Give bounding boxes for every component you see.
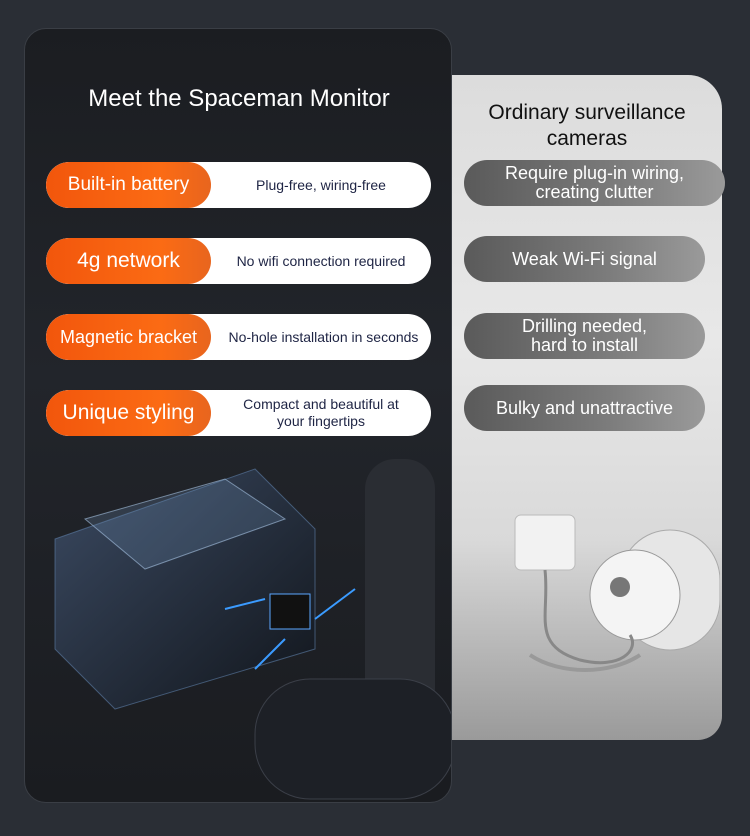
feature-description: Plug-free, wiring-free [256,176,386,193]
feature-description: Compact and beautiful at your fingertips [243,396,399,429]
drawback-pill: Weak Wi-Fi signal [464,236,705,282]
feature-label: 4g network [46,238,211,284]
spaceman-monitor-card: Meet the Spaceman Monitor Built-in batte… [24,28,452,803]
feature-row: Unique styling Compact and beautiful at … [46,390,431,436]
feature-label: Built-in battery [46,162,211,208]
drawback-pill: Drilling needed, hard to install [464,313,705,359]
feature-label: Unique styling [46,390,211,436]
page-title: Meet the Spaceman Monitor [88,85,390,112]
product-exploded-image [54,459,451,800]
feature-label: Magnetic bracket [46,314,211,360]
drawback-pill: Require plug-in wiring, creating clutter [464,160,725,206]
ordinary-camera-image [514,514,720,672]
feature-row: Magnetic bracket No-hole installation in… [46,314,431,360]
feature-description: No wifi connection required [236,252,406,269]
drawback-pill: Bulky and unattractive [464,385,705,431]
feature-row: Built-in battery Plug-free, wiring-free [46,162,431,208]
feature-description: No-hole installation in seconds [228,328,419,345]
comparison-title: Ordinary surveillance cameras [488,101,686,150]
feature-row: 4g network No wifi connection required [46,238,431,284]
